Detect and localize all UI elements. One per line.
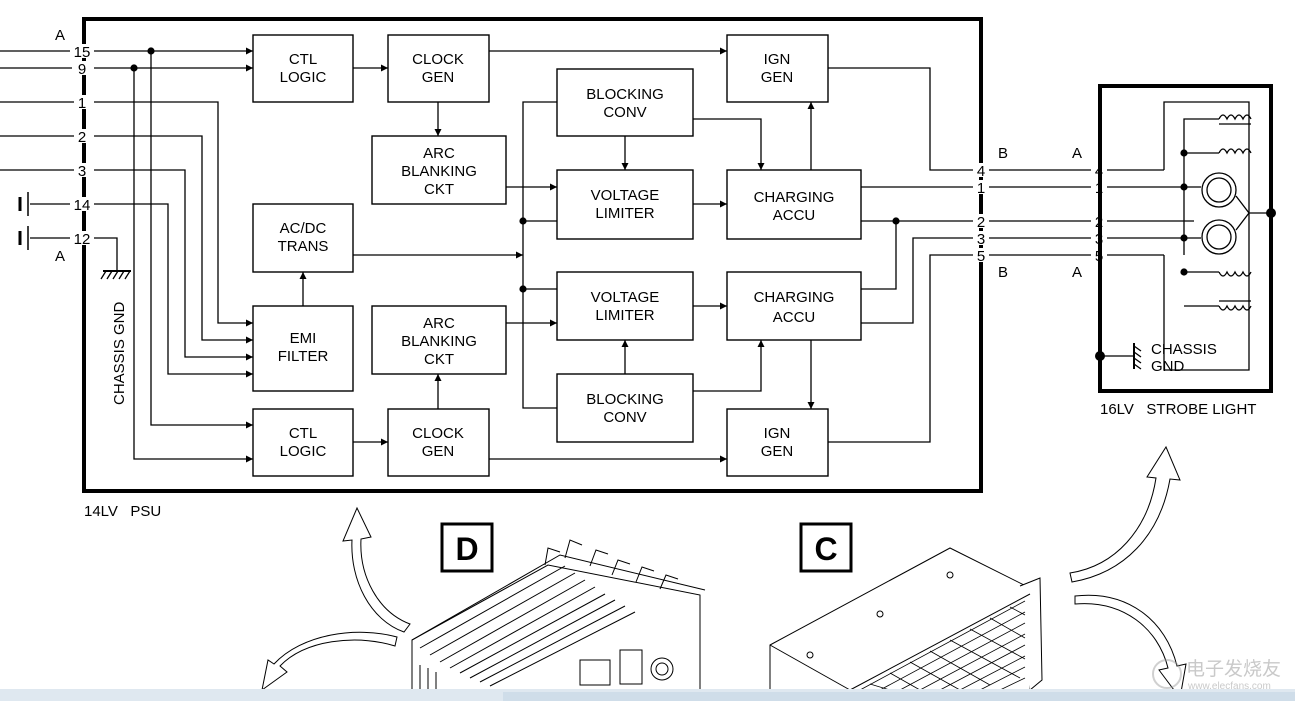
strobe-pin-3: 3 <box>1095 231 1103 248</box>
psu-output-group-top: B <box>998 145 1008 162</box>
wiring <box>94 47 981 463</box>
blocking-conv-bottom-l2: CONV <box>603 409 646 426</box>
junction-dots <box>130 47 900 293</box>
strobe-pin-4: 4 <box>1095 163 1103 180</box>
watermark-line1: 电子发烧友 <box>1186 658 1281 680</box>
psu-pin-2: 2 <box>78 129 86 146</box>
ac-dc-trans-l1: AC/DC <box>280 220 327 237</box>
arc-blanking-top-l2: BLANKING <box>401 163 477 180</box>
voltage-limiter-top-l2: LIMITER <box>595 205 654 222</box>
clock-gen-top-l1: CLOCK <box>412 51 464 68</box>
blocks <box>252 34 862 477</box>
chassis-gnd-label: CHASSIS GND <box>111 301 128 405</box>
psu-out-pin-3: 3 <box>977 231 985 248</box>
watermark-logo-icon <box>1152 659 1182 689</box>
psu-pin-9: 9 <box>78 61 86 78</box>
curved-arrow-c-down <box>1074 594 1187 700</box>
strobe-pin-2: 2 <box>1095 214 1103 231</box>
strobe-pin-5: 5 <box>1095 248 1103 265</box>
strobe-pin-1: 1 <box>1095 180 1103 197</box>
psu-pin-14: 14 <box>74 197 91 214</box>
charging-accu-bottom-l1: CHARGING <box>754 289 835 306</box>
psu-label: 14LV PSU <box>84 503 161 520</box>
psu-out-pin-2: 2 <box>977 214 985 231</box>
ign-gen-bottom-l1: IGN <box>764 425 791 442</box>
psu-pin-1: 1 <box>78 95 86 112</box>
arc-blanking-top-block <box>371 135 507 205</box>
clock-gen-bottom-l1: CLOCK <box>412 425 464 442</box>
psu-input-pins <box>0 50 84 250</box>
curved-arrow-d-up <box>342 506 411 633</box>
strobe-internals <box>1100 101 1271 371</box>
strobe-pin-numbers: 4 1 2 3 5 <box>1095 163 1103 265</box>
bottom-scroll-strip <box>0 689 1295 701</box>
psu-pin-15: 15 <box>74 44 91 61</box>
psu-out-pin-4: 4 <box>977 163 985 180</box>
ctl-logic-bottom-l1: CTL <box>289 425 317 442</box>
ctl-logic-bottom-l2: LOGIC <box>280 443 327 460</box>
psu-pin-group-label-bottom: A <box>55 248 65 265</box>
charging-accu-bottom-l2: ACCU <box>773 309 816 326</box>
psu-pin-3: 3 <box>78 163 86 180</box>
strobe-side-a-bottom: A <box>1072 264 1082 281</box>
chassis-ground-symbol <box>94 237 131 280</box>
view-c-box <box>799 522 853 573</box>
strobe-chassis-gnd-l2: GND <box>1151 358 1185 375</box>
view-d-box <box>440 522 494 573</box>
arc-blanking-bottom-l2: BLANKING <box>401 333 477 350</box>
block-labels: CTL LOGIC CLOCK GEN ARC BLANKING CKT AC/… <box>278 51 835 460</box>
blocking-conv-bottom-block <box>556 373 694 443</box>
blocking-conv-bottom-l1: BLOCKING <box>586 391 664 408</box>
psu-pin-numbers: 15 9 1 2 3 14 12 <box>70 44 94 248</box>
watermark-line2: www.elecfans.com <box>1187 681 1271 692</box>
psu-output-pins <box>981 169 1100 256</box>
strobe-junction-dots <box>1095 149 1276 361</box>
charging-accu-bottom-block <box>726 271 862 341</box>
strobe-enclosure <box>1098 84 1273 393</box>
psu-pin-12: 12 <box>74 231 91 248</box>
strobe-unit-illustration <box>769 547 1043 691</box>
clock-gen-bottom-l2: GEN <box>422 443 455 460</box>
emi-filter-l2: FILTER <box>278 348 329 365</box>
curved-arrow-c-up <box>1069 445 1181 583</box>
ctl-logic-top-l2: LOGIC <box>280 69 327 86</box>
ign-gen-bottom-l2: GEN <box>761 443 794 460</box>
strobe-label: 16LV STROBE LIGHT <box>1100 401 1256 418</box>
ac-dc-trans-l2: TRANS <box>278 238 329 255</box>
arc-blanking-top-l3: CKT <box>424 181 454 198</box>
bottom-scroll-strip-thumb <box>503 692 1295 701</box>
voltage-limiter-bottom-block <box>556 271 694 341</box>
arc-blanking-bottom-l3: CKT <box>424 351 454 368</box>
watermark: 电子发烧友 www.elecfans.com <box>1152 658 1281 692</box>
charging-accu-top-l1: CHARGING <box>754 189 835 206</box>
psu-output-pin-masks <box>973 163 1107 262</box>
clock-gen-top-l2: GEN <box>422 69 455 86</box>
charging-accu-top-l2: ACCU <box>773 207 816 224</box>
blocking-conv-top-l1: BLOCKING <box>586 86 664 103</box>
emi-filter-l1: EMI <box>290 330 317 347</box>
view-c-label: C <box>814 531 837 567</box>
strobe-side-a-top: A <box>1072 145 1082 162</box>
voltage-limiter-bottom-l2: LIMITER <box>595 307 654 324</box>
curved-arrows <box>261 445 1187 700</box>
curved-arrow-d-left <box>261 631 398 692</box>
view-d-label: D <box>455 531 478 567</box>
psu-output-group-bottom: B <box>998 264 1008 281</box>
psu-unit-illustration <box>411 539 706 691</box>
arc-blanking-bottom-l1: ARC <box>423 315 455 332</box>
psu-out-pin-5: 5 <box>977 248 985 265</box>
ign-gen-top-l1: IGN <box>764 51 791 68</box>
psu-pin-group-label-top: A <box>55 27 65 44</box>
psu-out-pin-1: 1 <box>977 180 985 197</box>
blocking-conv-top-l2: CONV <box>603 104 646 121</box>
arc-blanking-top-l1: ARC <box>423 145 455 162</box>
voltage-limiter-bottom-l1: VOLTAGE <box>591 289 660 306</box>
strobe-chassis-gnd-l1: CHASSIS <box>1151 341 1217 358</box>
ign-gen-top-l2: GEN <box>761 69 794 86</box>
voltage-limiter-top-l1: VOLTAGE <box>591 187 660 204</box>
psu-output-pin-numbers: 4 1 2 3 5 <box>977 163 985 265</box>
ctl-logic-top-l1: CTL <box>289 51 317 68</box>
